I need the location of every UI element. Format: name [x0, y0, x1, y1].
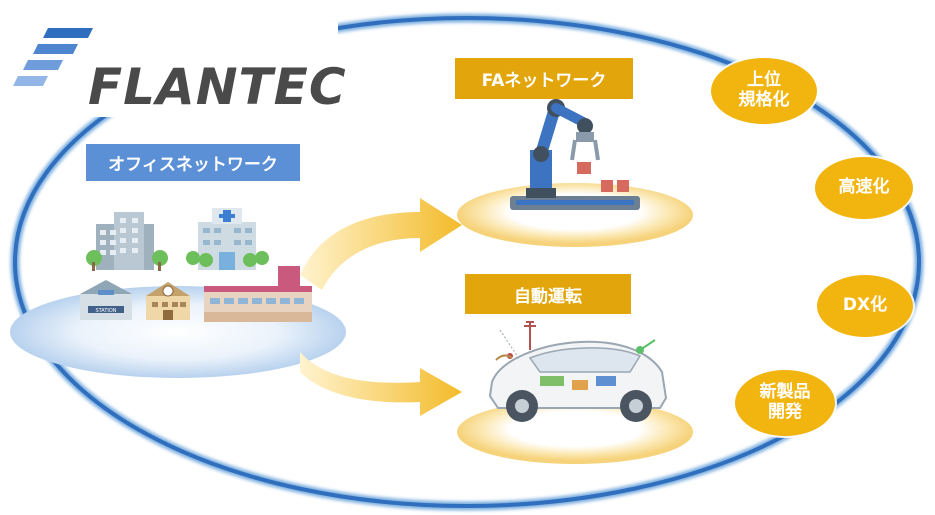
- bubble-higher-standard-text: 上位 規格化: [738, 70, 790, 110]
- logo-stripes-icon: [13, 28, 93, 86]
- bubble-higher-standard: 上位 規格化: [711, 58, 817, 124]
- bubble-dx: DX化: [817, 275, 913, 337]
- fa-network-label: FAネットワーク: [455, 58, 633, 99]
- logo: FLANTEC: [8, 22, 346, 117]
- autonomous-driving-label: 自動運転: [465, 274, 631, 314]
- car-platform: [457, 400, 693, 464]
- arrow-to-car: [300, 352, 462, 416]
- bubble-new-product: 新製品 開発: [735, 370, 835, 436]
- bubble-speed-up: 高速化: [815, 157, 913, 219]
- bubble-dx-text: DX化: [842, 295, 888, 316]
- arrow-to-fa: [300, 198, 462, 290]
- brand-name: FLANTEC: [88, 58, 347, 116]
- office-platform: [10, 286, 346, 378]
- bubble-speed-up-text: 高速化: [838, 177, 890, 198]
- office-network-label: オフィスネットワーク: [86, 144, 300, 181]
- bubble-new-product-text: 新製品 開発: [759, 382, 811, 422]
- fa-platform: [457, 183, 693, 247]
